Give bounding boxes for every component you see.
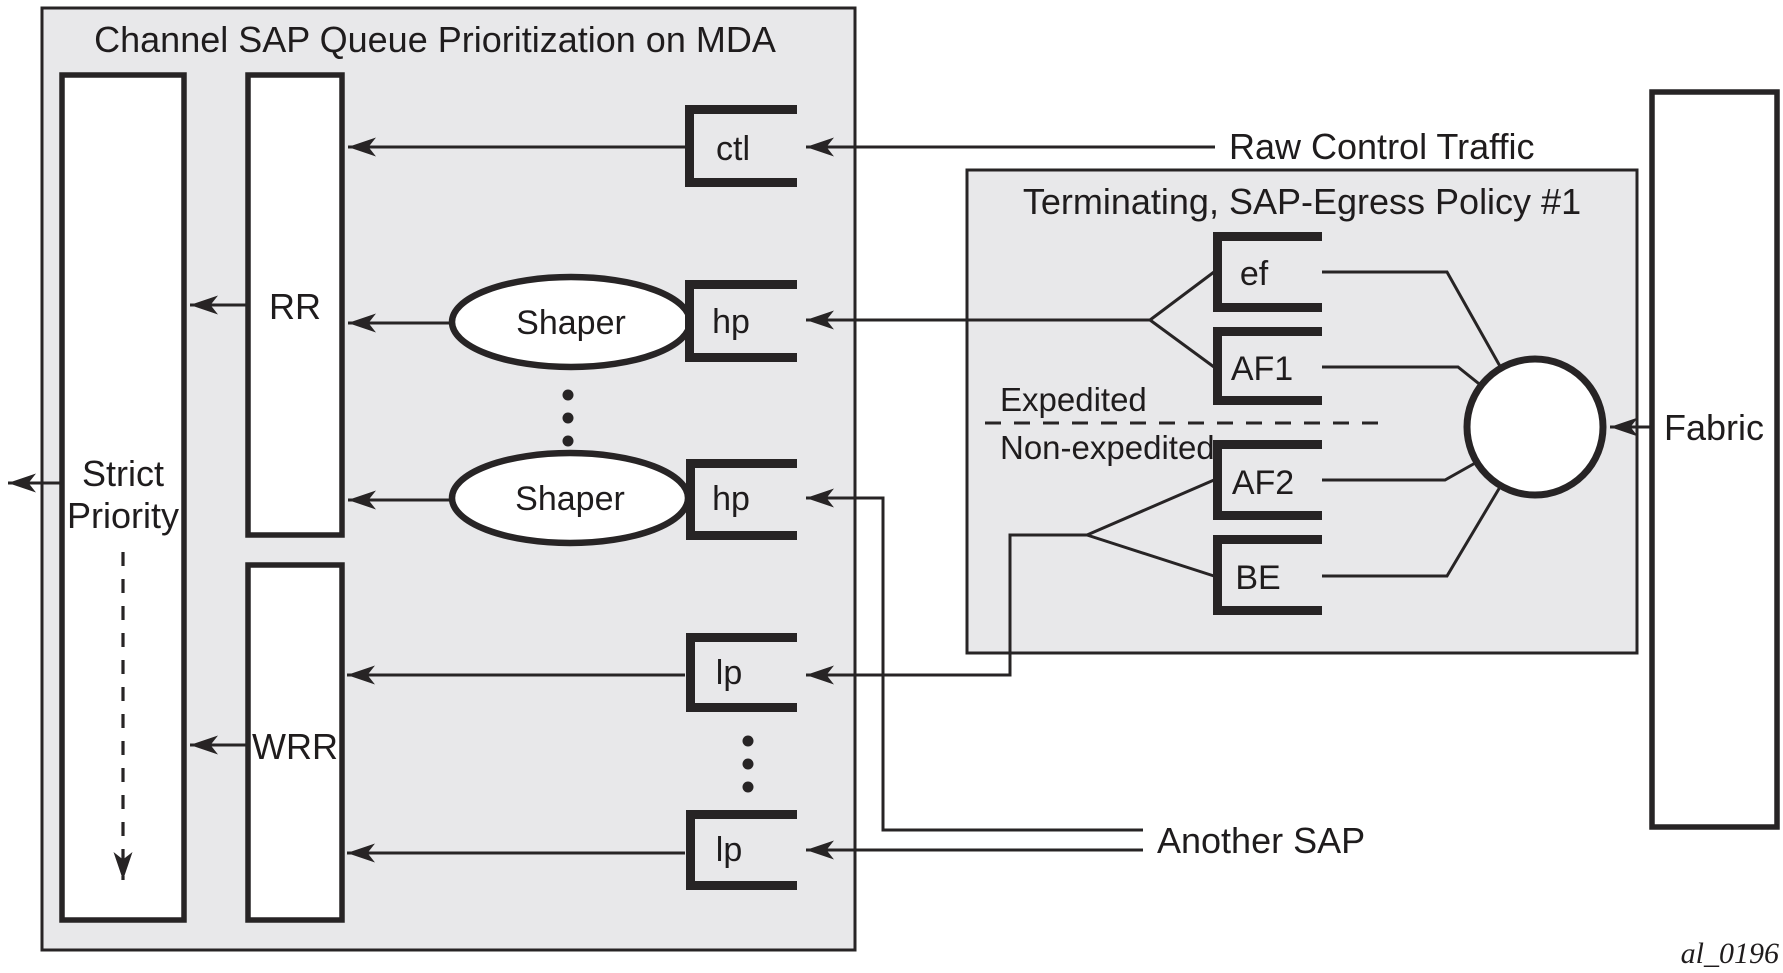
lp-ellipsis-dot xyxy=(742,758,754,770)
af2-queue-label: AF2 xyxy=(1232,464,1294,502)
shaper-ellipsis-dot xyxy=(562,435,574,447)
strict-priority-label-line2: Priority xyxy=(67,495,179,536)
another-sap-label: Another SAP xyxy=(1157,820,1365,861)
be-to-mux-line xyxy=(1322,486,1502,578)
lp-top-queue-label: lp xyxy=(716,654,742,692)
wrr-scheduler-box xyxy=(245,562,345,923)
af1-to-mux-line xyxy=(1322,365,1484,389)
hp-top-queue xyxy=(685,280,797,362)
expedited-label: Expedited xyxy=(1000,381,1147,418)
raw-control-traffic-label: Raw Control Traffic xyxy=(1229,126,1534,167)
ctl-queue-label: ctl xyxy=(716,130,750,168)
non-expedited-label: Non-expedited xyxy=(1000,429,1215,466)
classifier-mux-circle xyxy=(1463,355,1607,499)
fabric-box xyxy=(1649,89,1780,830)
another-sap-to-hp-arrow xyxy=(806,488,1143,832)
hp-bottom-queue-label: hp xyxy=(712,480,750,518)
strict-priority-label-line1: Strict xyxy=(82,453,164,494)
af2-queue xyxy=(1213,440,1322,520)
shaper-top-label: Shaper xyxy=(516,304,626,342)
non-expedited-to-lp-arrow xyxy=(806,533,1087,685)
ef-queue xyxy=(1213,232,1322,312)
ctl-queue xyxy=(685,105,797,187)
lp-ellipsis-dot xyxy=(742,735,754,747)
af1-queue-label: AF1 xyxy=(1231,350,1293,388)
wrr-scheduler-label: WRR xyxy=(252,726,338,767)
hp-top-queue-label: hp xyxy=(712,303,750,341)
strict-priority-box xyxy=(59,72,187,923)
fabric-label: Fabric xyxy=(1664,407,1764,448)
be-queue xyxy=(1213,535,1322,615)
shaper-ellipsis-dot xyxy=(562,412,574,424)
be-fork-line xyxy=(1086,533,1215,578)
shaper-ellipsis-dot xyxy=(562,389,574,401)
shaper-bottom-label: Shaper xyxy=(515,480,625,518)
lp-top-queue xyxy=(686,633,797,712)
figure-watermark: al_0196 xyxy=(1681,937,1779,970)
af1-fork-line xyxy=(1149,318,1215,369)
lp-bottom-queue xyxy=(686,810,797,890)
af2-fork-line xyxy=(1086,478,1215,537)
be-queue-label: BE xyxy=(1235,559,1280,597)
hp-bottom-queue xyxy=(686,459,797,540)
ef-queue-label: ef xyxy=(1240,255,1269,293)
lp-bottom-queue-label: lp xyxy=(716,831,742,869)
lp-ellipsis-dot xyxy=(742,781,754,793)
sap-egress-policy-title: Terminating, SAP-Egress Policy #1 xyxy=(1023,181,1581,222)
af2-to-mux-line xyxy=(1322,460,1478,482)
rr-scheduler-label: RR xyxy=(269,286,321,327)
ef-to-mux-line xyxy=(1322,270,1503,369)
af1-queue xyxy=(1213,327,1322,405)
ef-fork-line xyxy=(1149,270,1215,322)
mda-panel-title: Channel SAP Queue Prioritization on MDA xyxy=(94,19,776,60)
